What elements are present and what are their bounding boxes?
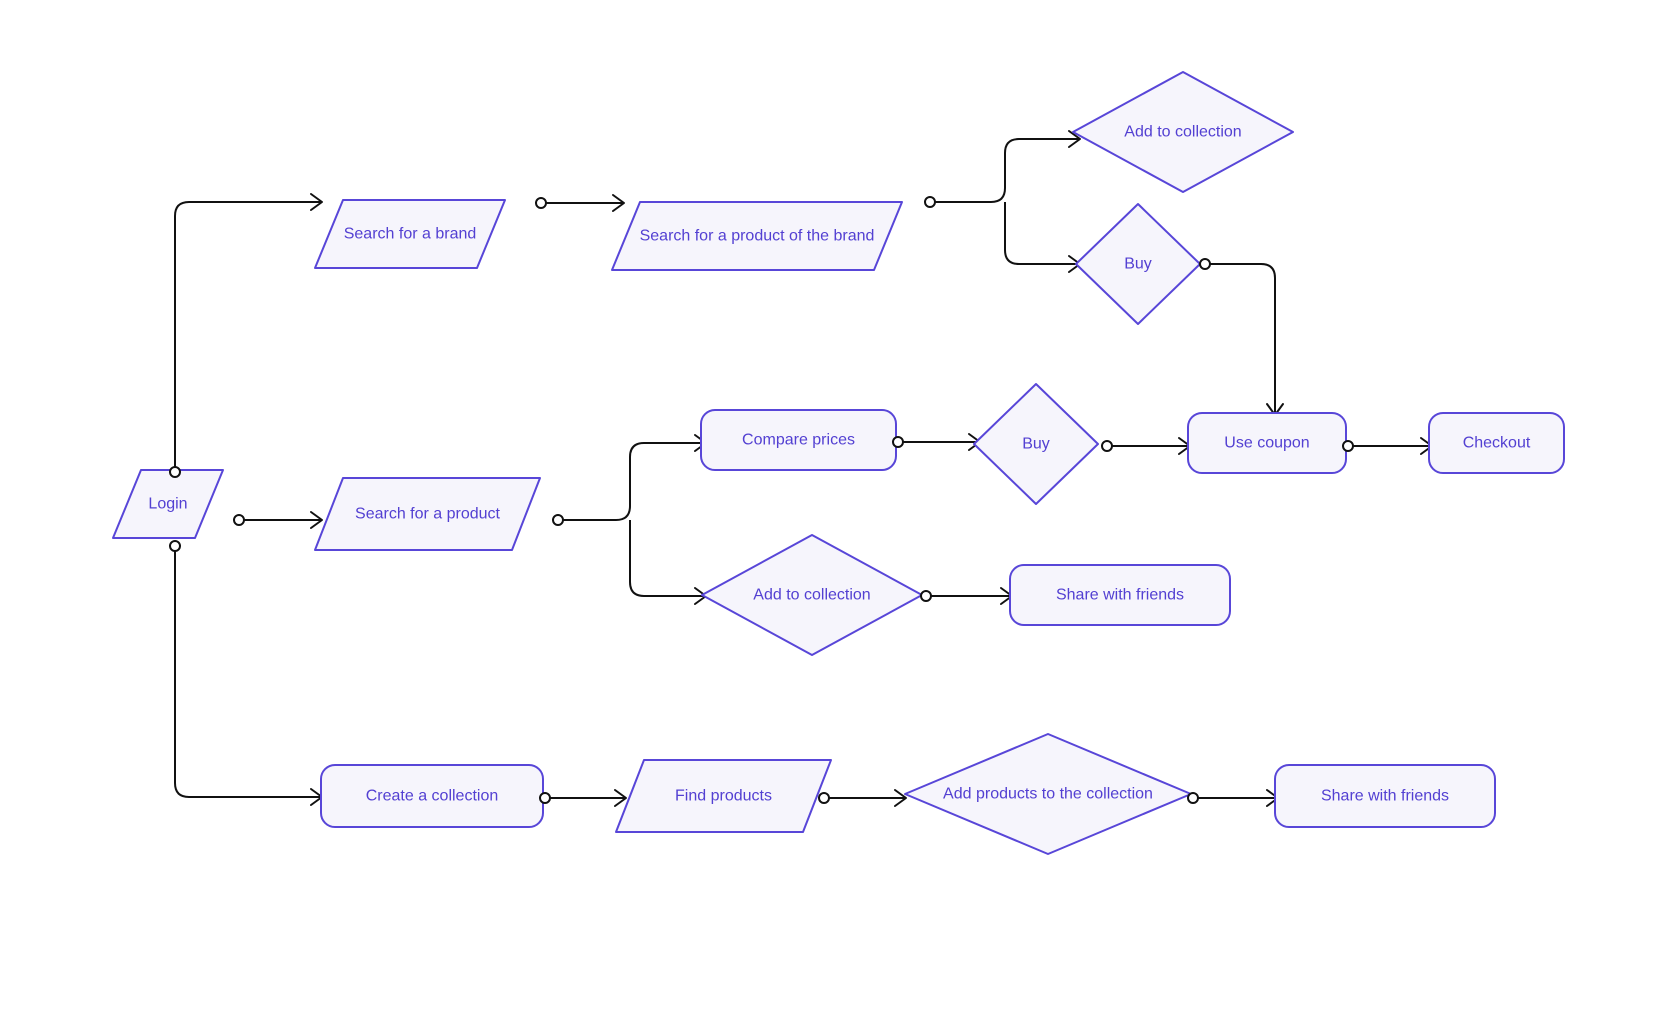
diamond-shape — [973, 383, 1099, 505]
connector-login-to-create-collection — [174, 546, 323, 806]
connector-port[interactable] — [233, 514, 245, 526]
connector-port[interactable] — [539, 792, 551, 804]
connector-port[interactable] — [1187, 792, 1199, 804]
node-label: Add to collection — [1124, 124, 1241, 141]
connector-port[interactable] — [552, 514, 564, 526]
node-label: Search for a brand — [344, 226, 477, 243]
connector-login-to-search-product — [239, 511, 323, 529]
node-label: Create a collection — [366, 788, 499, 805]
arrowhead-icon — [894, 789, 907, 807]
connector-find-products-to-add-products-collection — [824, 789, 907, 807]
connector-line — [629, 520, 706, 597]
node-login[interactable]: Login — [112, 469, 224, 539]
node-buy-2[interactable]: Buy — [973, 383, 1099, 505]
arrowhead-icon — [614, 789, 627, 807]
arrowhead-icon — [310, 193, 323, 211]
node-use-coupon[interactable]: Use coupon — [1187, 412, 1347, 474]
connector-search-product-to-compare-prices — [558, 434, 707, 521]
node-label: Search for a product of the brand — [640, 228, 875, 245]
connector-line — [558, 442, 706, 521]
node-label: Add products to the collection — [943, 786, 1153, 803]
node-find-products[interactable]: Find products — [615, 759, 832, 833]
connector-add-collection-2-to-share-friends-1 — [926, 587, 1013, 605]
node-label: Add to collection — [753, 587, 870, 604]
node-checkout[interactable]: Checkout — [1428, 412, 1565, 474]
connector-buy-1-to-use-coupon — [1205, 263, 1284, 416]
node-create-collection[interactable]: Create a collection — [320, 764, 544, 828]
connector-search-product-brand-to-buy-1 — [1004, 202, 1081, 273]
connector-port[interactable] — [1342, 440, 1354, 452]
connector-port[interactable] — [818, 792, 830, 804]
parallelogram-shape — [314, 477, 541, 551]
connectors — [174, 130, 1433, 807]
parallelogram-shape — [611, 201, 903, 271]
parallelogram-shape — [314, 199, 506, 269]
node-add-products-collection[interactable]: Add products to the collection — [904, 733, 1192, 855]
arrowhead-icon — [310, 511, 323, 529]
node-label: Share with friends — [1321, 788, 1449, 805]
node-label: Checkout — [1463, 435, 1531, 452]
node-compare-prices[interactable]: Compare prices — [700, 409, 897, 471]
diamond-shape — [1075, 203, 1201, 325]
diamond-shape — [904, 733, 1192, 855]
connector-line — [174, 546, 322, 798]
parallelogram-shape — [112, 469, 224, 539]
node-search-product[interactable]: Search for a product — [314, 477, 541, 551]
connector-port[interactable] — [924, 196, 936, 208]
connector-search-brand-to-search-product-brand — [541, 194, 625, 212]
node-label: Login — [148, 496, 187, 513]
node-label: Share with friends — [1056, 587, 1184, 604]
node-search-product-brand[interactable]: Search for a product of the brand — [611, 201, 903, 271]
connector-ports — [169, 196, 1354, 804]
connector-compare-prices-to-buy-2 — [898, 433, 981, 451]
diamond-shape — [1072, 71, 1294, 193]
node-add-collection-2[interactable]: Add to collection — [701, 534, 923, 656]
node-share-friends-1[interactable]: Share with friends — [1009, 564, 1231, 626]
node-buy-1[interactable]: Buy — [1075, 203, 1201, 325]
rounded-rectangle-shape — [1009, 564, 1231, 626]
connector-add-products-collection-to-share-friends-2 — [1193, 789, 1279, 807]
rounded-rectangle-shape — [1274, 764, 1496, 828]
connector-port[interactable] — [535, 197, 547, 209]
diamond-shape — [701, 534, 923, 656]
node-add-collection-1[interactable]: Add to collection — [1072, 71, 1294, 193]
node-label: Buy — [1022, 436, 1050, 453]
connector-use-coupon-to-checkout — [1348, 437, 1433, 455]
connector-port[interactable] — [169, 466, 181, 478]
connector-create-collection-to-find-products — [545, 789, 627, 807]
node-label: Use coupon — [1224, 435, 1309, 452]
rounded-rectangle-shape — [1428, 412, 1565, 474]
connector-search-product-to-add-collection-2 — [629, 520, 707, 605]
arrowhead-icon — [1068, 130, 1081, 148]
connector-port[interactable] — [169, 540, 181, 552]
connector-search-product-brand-to-add-collection-1 — [930, 130, 1081, 203]
node-label: Buy — [1124, 256, 1152, 273]
node-label: Compare prices — [742, 432, 855, 449]
node-share-friends-2[interactable]: Share with friends — [1274, 764, 1496, 828]
node-label: Search for a product — [355, 506, 501, 523]
arrowhead-icon — [612, 194, 625, 212]
connector-port[interactable] — [920, 590, 932, 602]
connector-login-to-search-brand — [174, 193, 323, 472]
node-search-brand[interactable]: Search for a brand — [314, 199, 506, 269]
connector-port[interactable] — [1199, 258, 1211, 270]
connector-buy-2-to-use-coupon — [1107, 437, 1191, 455]
connector-line — [1004, 202, 1080, 265]
parallelogram-shape — [615, 759, 832, 833]
connector-port[interactable] — [1101, 440, 1113, 452]
connector-port[interactable] — [892, 436, 904, 448]
connector-line — [174, 201, 322, 472]
node-label: Find products — [675, 788, 772, 805]
connector-line — [1205, 263, 1276, 415]
connector-line — [930, 138, 1080, 203]
